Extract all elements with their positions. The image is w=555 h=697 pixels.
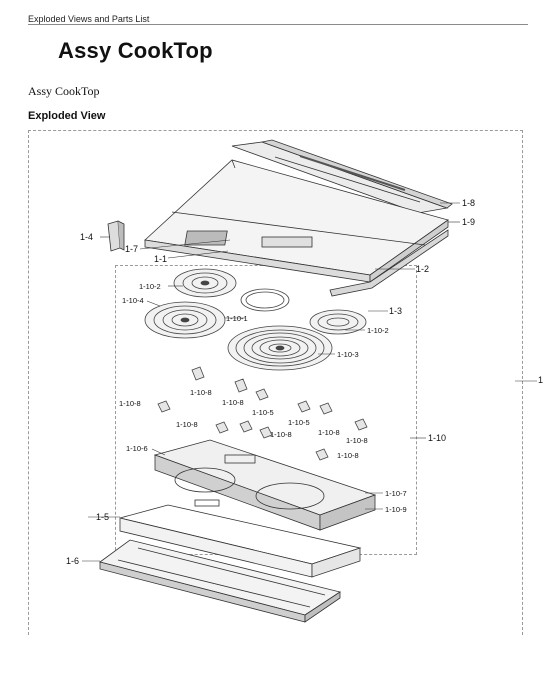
callout-1-10-5b: 1-10-5	[288, 418, 310, 427]
burner-rear-center-ring	[240, 288, 290, 312]
callout-1-9: 1-9	[462, 217, 476, 227]
callout-1-10-9: 1-10-9	[385, 505, 407, 514]
side-bracket	[107, 220, 121, 252]
assembly-boundary	[28, 130, 523, 635]
burner-right-small	[309, 309, 367, 335]
callout-1-10-2a: 1-10-2	[139, 282, 161, 291]
callout-1-3: 1-3	[389, 306, 403, 316]
burner-rear-left	[173, 268, 237, 298]
callout-1-10-8b: 1-10-8	[222, 398, 244, 407]
callout-1-10-3: 1-10-3	[337, 350, 359, 359]
callout-1-7: 1-7	[125, 244, 139, 254]
callout-1-10-4: 1-10-4	[122, 296, 144, 305]
callout-1-1: 1-1	[154, 254, 168, 264]
burner-center-large	[227, 325, 333, 371]
section-heading: Exploded View	[28, 110, 106, 122]
callout-1-10-7: 1-10-7	[385, 489, 407, 498]
callout-1-6: 1-6	[66, 556, 80, 566]
callout-1-10-8a: 1-10-8	[190, 388, 212, 397]
callout-1-5: 1-5	[96, 512, 110, 522]
callout-1-10: 1-10	[428, 433, 447, 443]
callout-1-10-8d: 1-10-8	[176, 420, 198, 429]
callout-1-10-8e: 1-10-8	[270, 430, 292, 439]
callout-1-10-1: 1-10-1	[226, 314, 248, 323]
callout-1-10-8g: 1-10-8	[346, 436, 368, 445]
front-frame-strip	[329, 229, 449, 297]
header-bar: Exploded Views and Parts List	[28, 8, 528, 25]
callout-1: 1	[538, 375, 544, 385]
page-title: Assy CookTop	[58, 38, 213, 63]
control-module	[184, 230, 228, 246]
callout-1-2: 1-2	[416, 264, 430, 274]
bottom-frame	[99, 539, 341, 623]
callout-1-10-8c: 1-10-8	[119, 399, 141, 408]
spring-clips	[157, 366, 368, 461]
callout-1-10-5a: 1-10-5	[252, 408, 274, 417]
callout-1-8: 1-8	[462, 198, 476, 208]
burner-box-tray	[153, 439, 377, 531]
page-subtitle: Assy CookTop	[28, 84, 100, 98]
callout-1-10-2b: 1-10-2	[367, 326, 389, 335]
callout-1-4: 1-4	[80, 232, 94, 242]
burner-front-left	[144, 301, 226, 339]
running-title: Exploded Views and Parts List	[28, 14, 150, 24]
callout-1-10-8f: 1-10-8	[318, 428, 340, 437]
callout-1-10-8h: 1-10-8	[337, 451, 359, 460]
callout-1-10-6: 1-10-6	[126, 444, 148, 453]
